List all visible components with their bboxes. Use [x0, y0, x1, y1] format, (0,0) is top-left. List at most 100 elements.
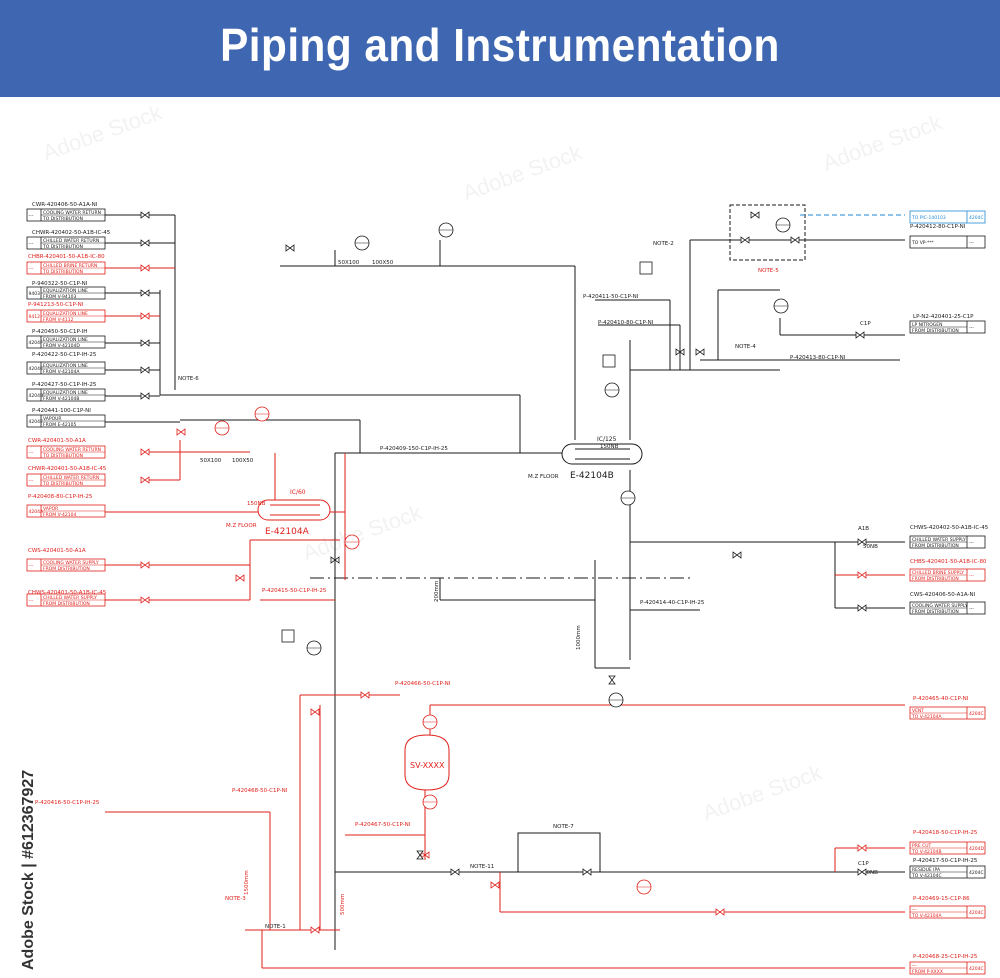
instrument-square-icon[interactable]	[281, 629, 295, 643]
box-tag: ---	[29, 214, 34, 219]
valve-icon[interactable]	[330, 556, 340, 564]
reducer-label: 50X100	[200, 458, 222, 464]
valve-icon[interactable]	[140, 312, 150, 320]
page-title: Piping and Instrumentation	[220, 19, 780, 71]
box-line1: CHILLED WATER RETURN	[43, 475, 99, 481]
box-line1: COOLING WATER SUPPLY	[912, 603, 968, 609]
equipment-tag: E-42104B	[570, 471, 614, 481]
stock-credit: Adobe Stock | #612367927	[4, 735, 37, 970]
instrument-square-icon[interactable]	[639, 261, 653, 275]
valve-icon[interactable]	[140, 561, 150, 569]
destination-box[interactable]: TO VP-***---	[909, 235, 986, 249]
valve-icon[interactable]	[715, 908, 725, 916]
valve-icon[interactable]	[857, 604, 867, 612]
valve-icon[interactable]	[140, 211, 150, 219]
note-label: NOTE-3	[225, 896, 246, 902]
box-line2: TO DISTRIBUTION	[42, 269, 83, 275]
box-line2: FROM DISTRIBUTION	[43, 566, 90, 572]
line-label: P-420413-80-C1P-NI	[790, 355, 846, 361]
valve-icon[interactable]	[857, 571, 867, 579]
valve-icon[interactable]	[790, 236, 800, 244]
note-label: NOTE-2	[653, 241, 674, 247]
box-line2: FROM DISTRIBUTION	[43, 601, 90, 607]
valve-icon[interactable]	[285, 244, 295, 252]
valve-icon[interactable]	[140, 366, 150, 374]
valve-icon[interactable]	[750, 211, 760, 219]
valve-icon[interactable]	[140, 448, 150, 456]
valve-icon[interactable]	[490, 881, 500, 889]
valve-icon[interactable]	[140, 339, 150, 347]
line-label: CHBR-420401-50-A1B-IC-80	[28, 254, 105, 260]
valve-icon[interactable]	[857, 844, 867, 852]
valve-icon[interactable]	[140, 239, 150, 247]
box-tag: ---	[969, 541, 974, 546]
valve-icon[interactable]	[140, 596, 150, 604]
valve-icon[interactable]	[140, 289, 150, 297]
valve-icon[interactable]	[857, 538, 867, 546]
valve-icon[interactable]	[140, 392, 150, 400]
valve-icon[interactable]	[582, 868, 592, 876]
line-label: P-420468-50-C1P-NI	[232, 788, 288, 794]
valve-icon[interactable]	[416, 850, 424, 860]
box-tag: ---	[969, 241, 974, 246]
valve-icon[interactable]	[608, 675, 616, 685]
valve-icon[interactable]	[695, 348, 705, 356]
valve-icon[interactable]	[450, 868, 460, 876]
box-line1: P-420412-80-C1P-NI	[910, 224, 966, 230]
valve-icon[interactable]	[140, 476, 150, 484]
box-line1: COOLING WATER RETURN	[43, 210, 101, 216]
spec-label: C1P	[860, 321, 871, 327]
box-tag: 4204F	[29, 340, 43, 346]
valve-icon[interactable]	[235, 574, 245, 582]
line-label: P-420422-50-C1P-IH-25	[32, 352, 97, 358]
valve-icon[interactable]	[857, 868, 867, 876]
exchanger-e42104a[interactable]: E-42104A IC/60	[257, 489, 331, 537]
box-tag: 9412	[29, 314, 41, 320]
valve-icon[interactable]	[310, 926, 320, 934]
valve-icon[interactable]	[360, 691, 370, 699]
vessel-sv[interactable]: SV-XXXX	[404, 734, 450, 791]
valve-icon[interactable]	[732, 551, 742, 559]
instrument-square-icon[interactable]	[602, 354, 616, 368]
line-label: P-420409-150-C1P-IH-25	[380, 446, 448, 452]
valve-icon[interactable]	[740, 236, 750, 244]
box-tag: 4204C	[969, 711, 984, 717]
valve-icon[interactable]	[855, 331, 865, 339]
valve-icon[interactable]	[140, 264, 150, 272]
valve-icon[interactable]	[176, 428, 186, 436]
floor-label: M.Z FLOOR	[226, 523, 257, 529]
box-line2: TO V-42104B	[911, 849, 942, 855]
valve-icon[interactable]	[675, 348, 685, 356]
valve-icon[interactable]	[310, 708, 320, 716]
exchanger-e42104b[interactable]: E-42104B IC/125	[561, 436, 643, 481]
box-line2: TO V-42104A	[911, 913, 942, 919]
box-line2: FROM DISTRIBUTION	[912, 609, 959, 615]
box-line2: TO DISTRIBUTION	[42, 453, 83, 459]
destination-box[interactable]: P-420412-80-C1P-NI	[910, 224, 966, 230]
box-tag: 4204D	[969, 846, 984, 852]
